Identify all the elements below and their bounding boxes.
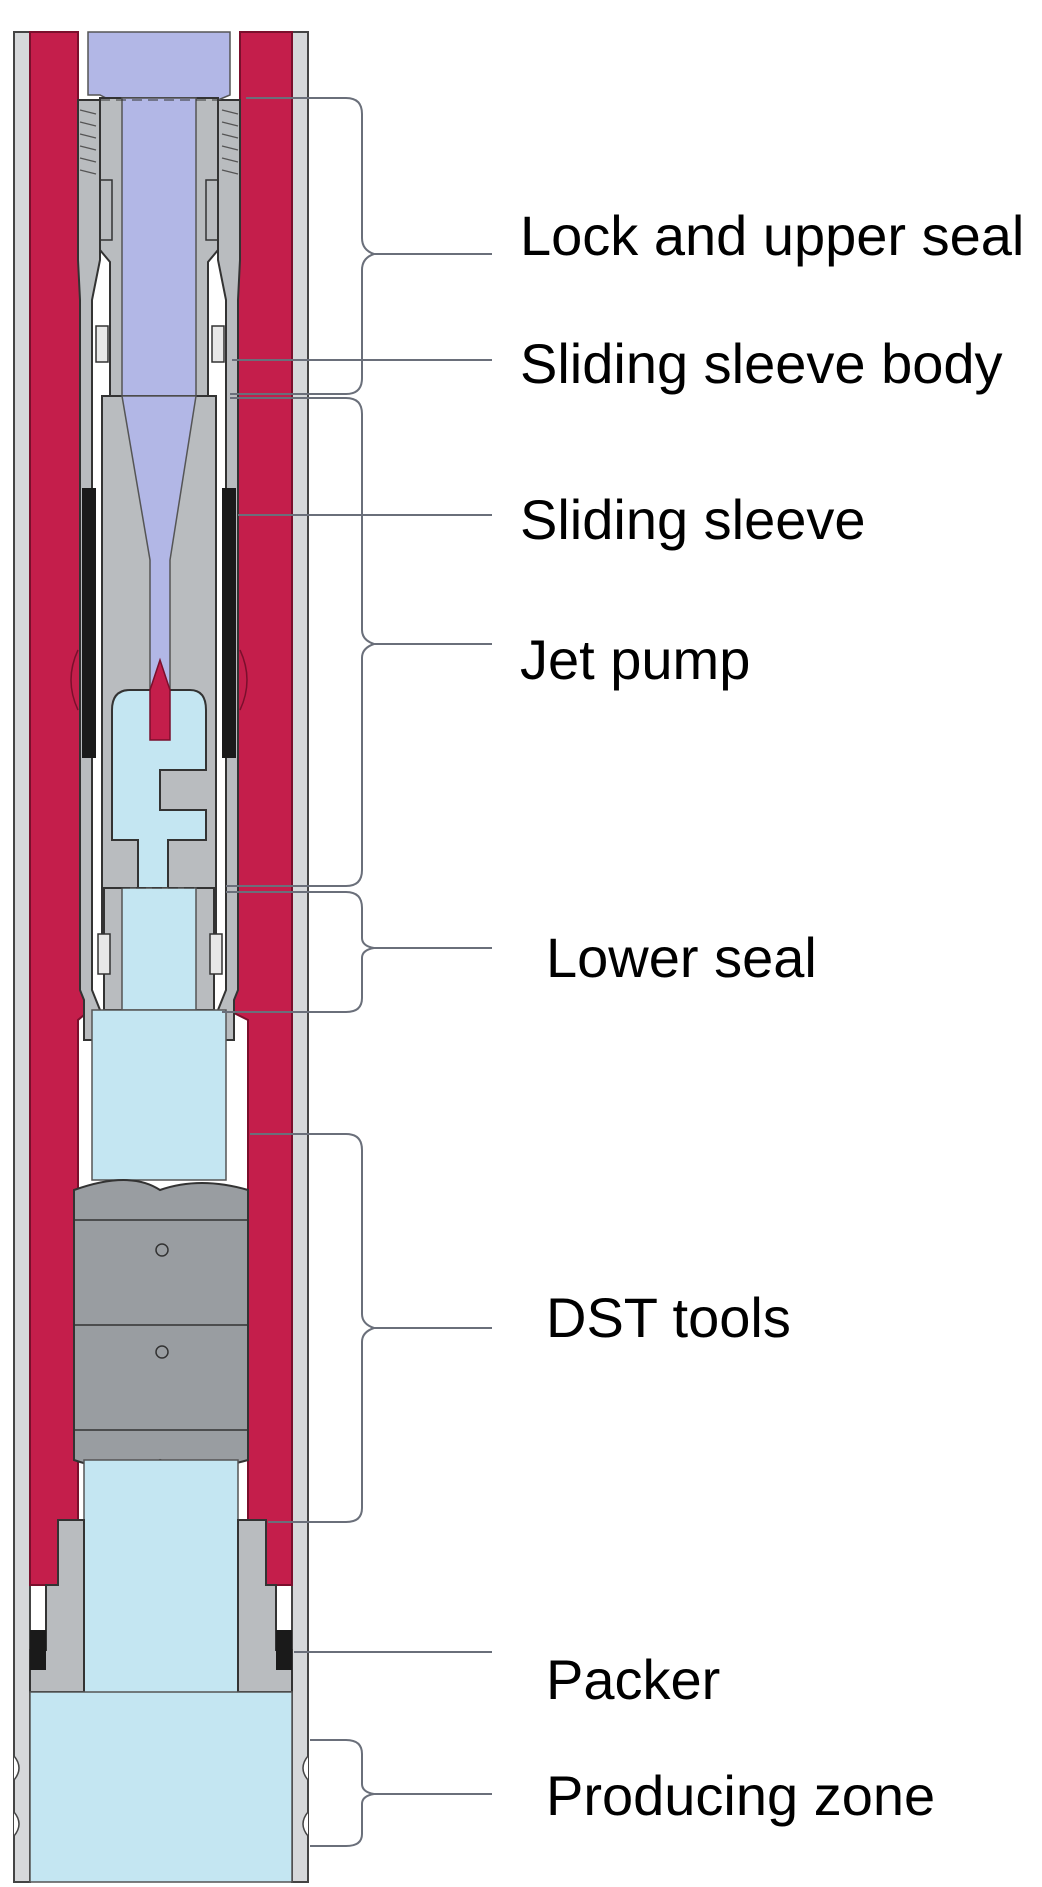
sliding-sleeve [82,488,236,758]
producing-zone-fluid [29,1691,293,1883]
lower-produced-fluid [83,1459,239,1701]
outer-casing [13,31,309,1883]
label-sliding-sleeve: Sliding sleeve [520,488,866,551]
produced-fluid-column [91,1009,227,1181]
jet-pump [101,395,217,961]
upper-seal-rings [95,325,225,363]
label-producing-zone: Producing zone [546,1764,936,1827]
nozzle-tip [149,657,171,741]
throat-diffuser [111,689,207,961]
lower-seal-assembly [97,887,223,1011]
label-packer: Packer [546,1648,721,1711]
upper-threads [79,109,239,175]
annotation-lines [222,97,492,1847]
label-sliding-sleeve-body: Sliding sleeve body [520,332,1003,395]
dst-tools [73,1179,249,1469]
label-lower-seal: Lower seal [546,926,817,989]
power-fluid-column [87,31,231,101]
label-lock-and-upper-seal: Lock and upper seal [520,204,1025,267]
label-jet-pump: Jet pump [520,628,751,691]
perforations [13,1755,309,1837]
label-dst-tools: DST tools [546,1286,791,1349]
sleeve-ports [70,649,248,711]
packer-elements [30,1630,292,1670]
lock-mandrel [99,97,219,397]
